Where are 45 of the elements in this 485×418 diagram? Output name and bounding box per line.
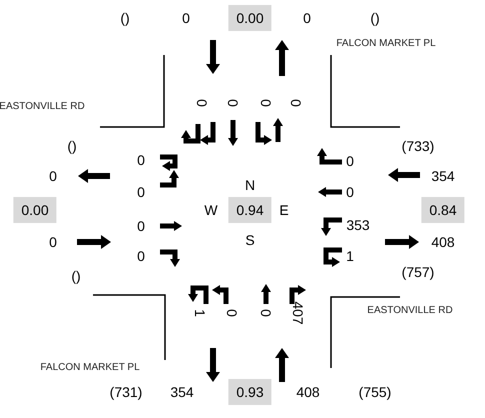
volume-value: 0 [303,10,311,26]
volume-value: 0 [49,234,57,250]
volume-value: S [245,232,255,248]
volume-value: 0 [346,184,354,200]
ratio-value: 0.94 [228,197,272,223]
volume-value: 0 [137,248,145,264]
ratio-value: 0.93 [228,379,272,405]
volume-value: 0 [224,309,240,317]
street-name: EASTONVILLE RD [0,100,85,114]
volume-value: () [71,268,81,284]
volume-value: 0 [258,99,274,107]
volume-value: 0 [49,168,57,184]
street-name: FALCON MARKET PL [40,361,140,375]
volume-value: 0 [182,10,190,26]
volume-value: 408 [296,384,320,400]
volume-value: 353 [346,217,370,233]
volume-value: 0 [137,184,145,200]
volume-value: 1 [192,309,208,317]
volume-value: () [67,138,77,154]
volume-value: 0 [288,99,304,107]
volume-value: 354 [170,384,194,400]
volume-value: (733) [402,138,434,154]
volume-value: (757) [402,264,434,280]
ratio-value: 0.00 [13,197,57,223]
volume-value: () [370,10,380,26]
street-name: FALCON MARKET PL [336,37,436,51]
ratio-value: 0.00 [228,5,272,31]
volume-value: 0 [137,152,145,168]
volume-value: 408 [431,234,455,250]
volume-value: N [244,177,256,193]
volume-value: W [204,202,218,218]
volume-value: E [279,202,289,218]
volume-value: 0 [194,99,210,107]
volume-value: 0 [225,99,241,107]
volume-value: 407 [290,301,306,325]
volume-value: 1 [346,248,354,264]
volume-value: 354 [431,168,455,184]
volume-value: 0 [258,309,274,317]
ratio-value: 0.84 [421,197,465,223]
volume-value: 0 [137,218,145,234]
volume-value: (731) [110,384,142,400]
street-name: EASTONVILLE RD [367,304,453,318]
volume-value: 0 [346,153,354,169]
volume-value: (755) [358,384,392,400]
volume-value: () [120,10,130,26]
